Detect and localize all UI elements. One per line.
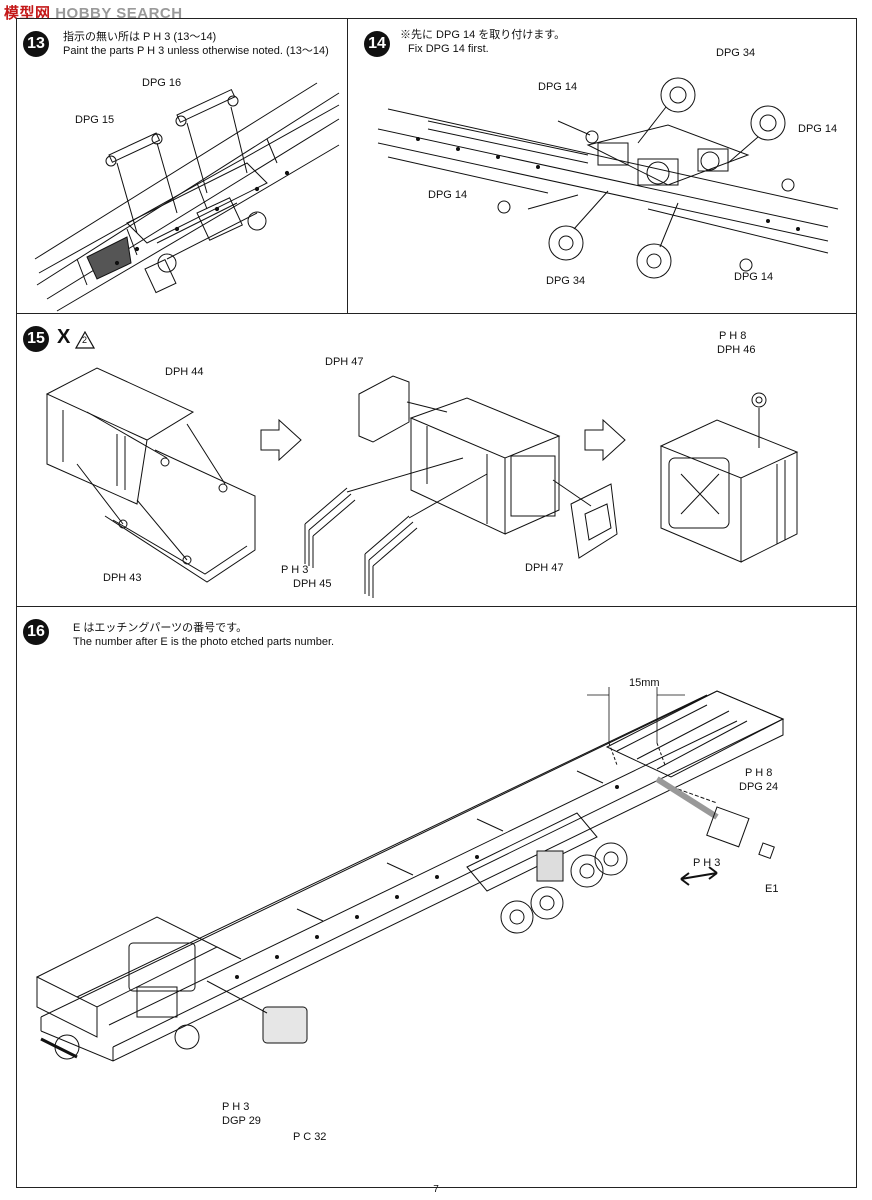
step16-label-3: P H 3 <box>693 857 721 869</box>
step16-label-1: P H 8 <box>745 767 773 779</box>
step15-no-glue-mark: X <box>57 326 71 348</box>
step14-label-3: DPG 14 <box>798 123 838 135</box>
step16-number: 16 <box>23 619 49 645</box>
step14-label-6: DPG 34 <box>546 275 586 287</box>
step15-triangle-number: 2 <box>82 335 88 345</box>
step15-label-7: P H 8 <box>719 330 747 342</box>
warning-triangle-icon <box>75 331 95 349</box>
step16-panel: 16 E はエッチングパーツの番号です。 The number after E … <box>16 606 857 1188</box>
step13-panel: 13 指示の無い所は P H 3 (13～14) Paint the parts… <box>16 18 348 314</box>
step14-label-5: DPG 14 <box>734 271 774 283</box>
step16-label-4: E1 <box>765 883 779 895</box>
step14-number: 14 <box>364 31 390 57</box>
step13-number: 13 <box>23 31 49 57</box>
step13-en-note: Paint the parts P H 3 unless otherwise n… <box>63 45 329 57</box>
step15-label-2: DPH 43 <box>103 572 142 584</box>
watermark-brand: 模型网 <box>4 5 51 22</box>
step14-label-2: DPG 14 <box>538 81 578 93</box>
step13-label-2: DPG 15 <box>75 114 115 126</box>
step15-label-4: P H 3 <box>281 564 309 576</box>
step16-dimension: 15mm <box>629 677 660 689</box>
step16-en-note: The number after E is the photo etched p… <box>73 636 335 648</box>
step15-label-8: DPH 46 <box>717 344 756 356</box>
step13-jp-note: 指示の無い所は P H 3 (13～14) <box>63 31 217 43</box>
watermark: 模型网 HOBBY SEARCH <box>4 2 183 23</box>
step14-en-note: Fix DPG 14 first. <box>408 43 489 55</box>
step14-jp-note: ※先に DPG 14 を取り付けます。 <box>400 29 566 41</box>
step14-label-4: DPG 14 <box>428 189 468 201</box>
step14-label-1: DPG 34 <box>716 47 756 59</box>
watermark-site: HOBBY SEARCH <box>55 5 183 22</box>
step15-fuel-tank-drawing <box>45 367 799 598</box>
step15-label-6: DPH 47 <box>525 562 564 574</box>
step15-number: 15 <box>23 326 49 352</box>
step15-label-1: DPH 44 <box>165 366 204 378</box>
step16-jp-note: E はエッチングパーツの番号です。 <box>73 622 248 634</box>
page-number: 7 <box>433 1184 439 1195</box>
step13-suspension-drawing <box>34 82 340 312</box>
step16-label-2: DPG 24 <box>739 781 779 793</box>
step13-label-1: DPG 16 <box>142 77 182 89</box>
step15-label-3: DPH 47 <box>325 356 364 368</box>
step14-axle-drawing <box>377 77 839 279</box>
step15-label-5: DPH 45 <box>293 578 332 590</box>
step16-label-7: P C 32 <box>293 1131 327 1143</box>
step14-panel: 14 ※先に DPG 14 を取り付けます。 Fix DPG 14 first. <box>347 18 857 314</box>
step16-chassis-drawing <box>35 687 785 1062</box>
step16-label-6: DGP 29 <box>222 1115 261 1127</box>
step16-label-5: P H 3 <box>222 1101 250 1113</box>
step15-panel: 15 X 2 <box>16 313 857 607</box>
